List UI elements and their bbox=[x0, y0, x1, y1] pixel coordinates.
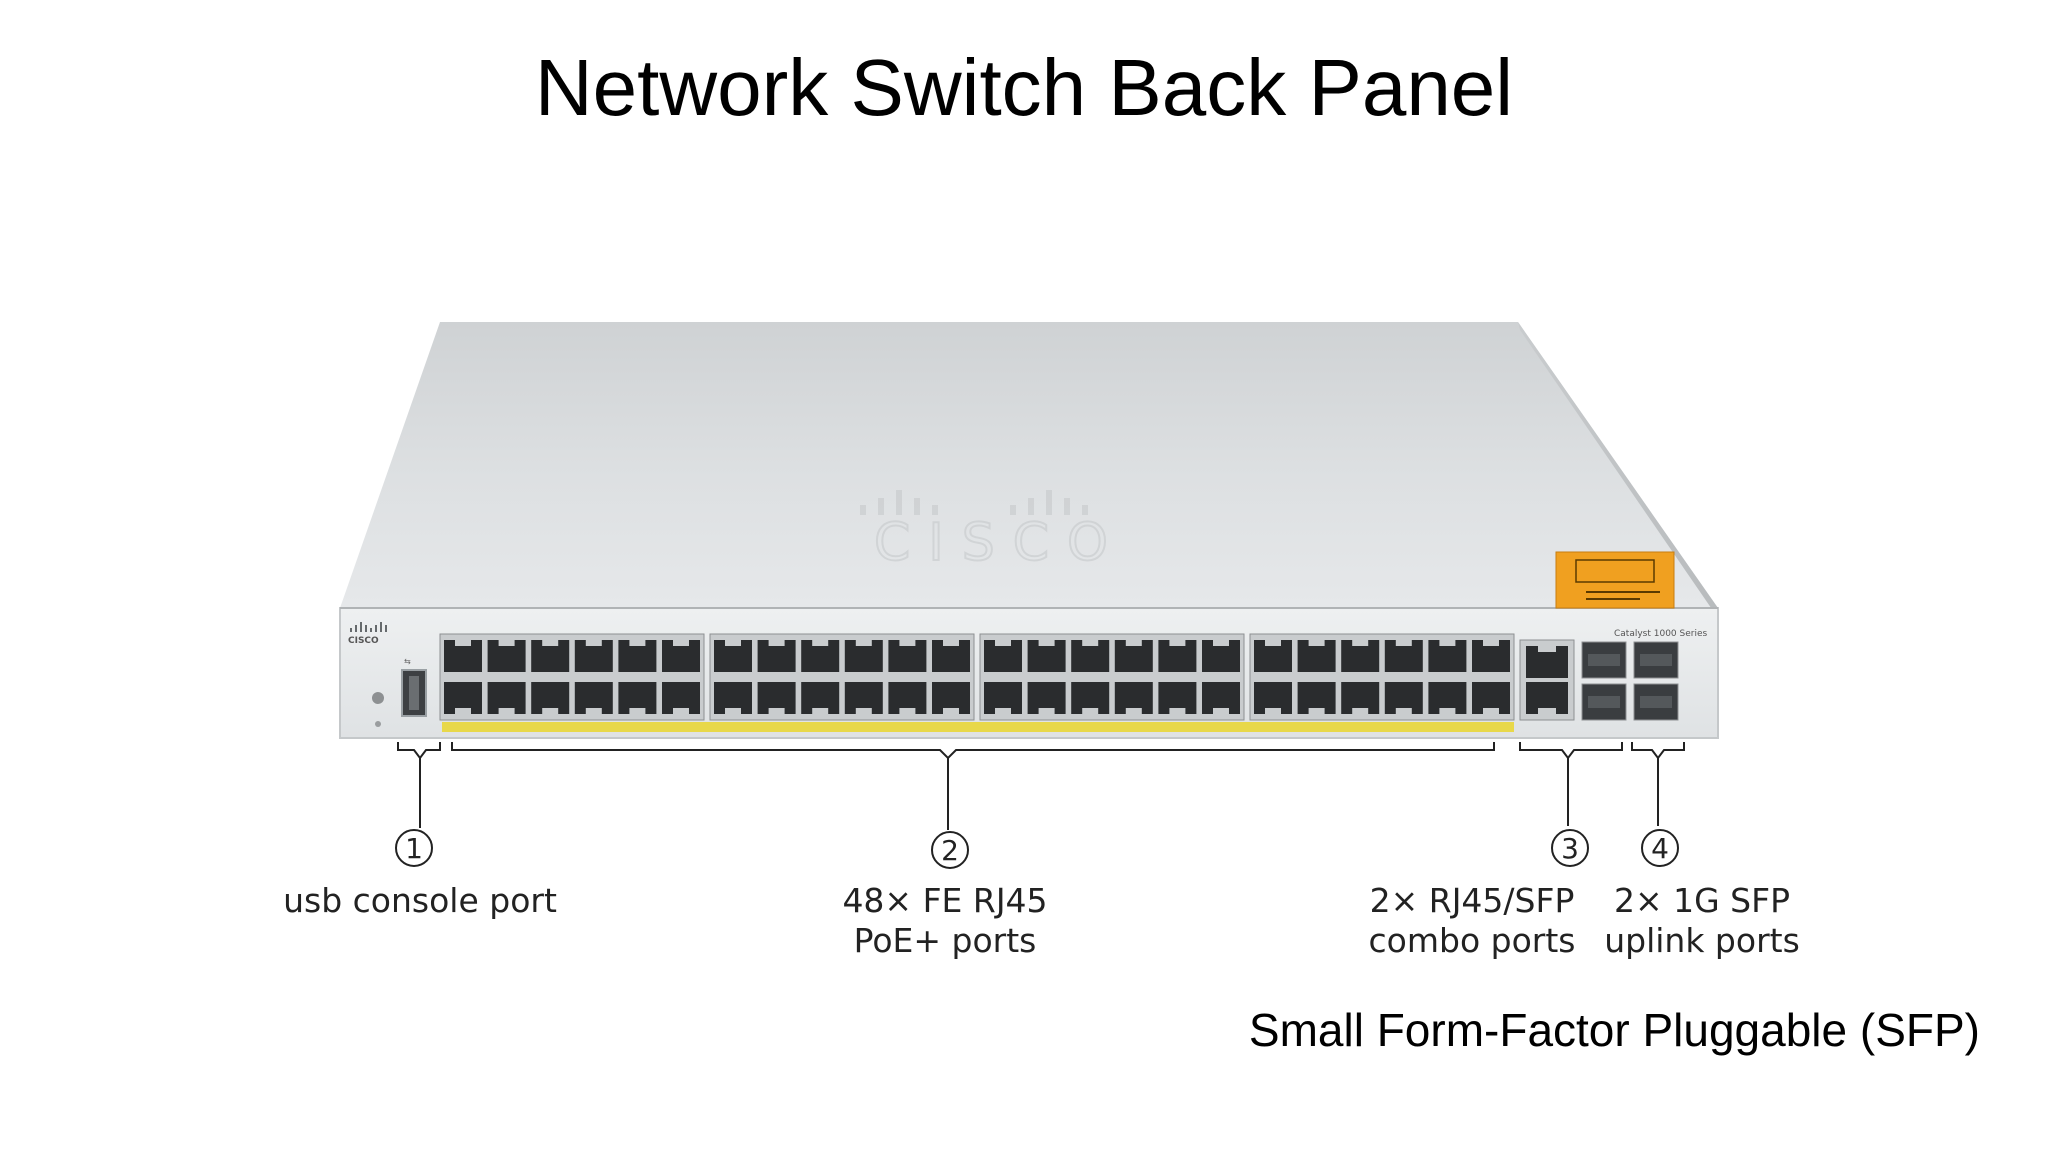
rj45-port-latch bbox=[629, 708, 646, 714]
page-title: Network Switch Back Panel bbox=[534, 43, 1514, 132]
front-brand-area: CISCO bbox=[348, 622, 387, 727]
poe-strip bbox=[442, 722, 1514, 732]
rj45-port-latch bbox=[1439, 640, 1456, 646]
rj45-port-latch bbox=[1352, 708, 1369, 714]
rj45-port-group bbox=[709, 633, 975, 721]
rj45-port-latch bbox=[943, 640, 959, 646]
callout-1-label: usb console port bbox=[283, 881, 557, 920]
rj45-port-grid bbox=[439, 633, 1515, 721]
usb-console-port: ⇆ bbox=[401, 657, 427, 717]
rj45-port-latch bbox=[1213, 640, 1229, 646]
rj45-port-latch bbox=[1265, 708, 1281, 714]
rj45-port-latch bbox=[725, 708, 741, 714]
rj45-port-latch bbox=[542, 640, 559, 646]
rj45-port-latch bbox=[899, 640, 916, 646]
rj45-port-latch bbox=[768, 640, 785, 646]
rj45-port-latch bbox=[855, 708, 872, 714]
rj45-port-latch bbox=[812, 708, 829, 714]
rj45-port-latch bbox=[585, 708, 602, 714]
rj45-port-latch bbox=[455, 708, 471, 714]
callout-2-number: 2 bbox=[941, 834, 959, 867]
warning-label bbox=[1555, 551, 1675, 609]
rj45-port-group bbox=[1249, 633, 1515, 721]
rj45-port-latch bbox=[1169, 640, 1186, 646]
rj45-port-latch bbox=[812, 640, 829, 646]
callout-2: 2 48× FE RJ45 PoE+ ports bbox=[842, 831, 1048, 960]
rj45-port-latch bbox=[1483, 708, 1499, 714]
rj45-port-latch bbox=[1308, 708, 1325, 714]
rj45-port-latch bbox=[542, 708, 559, 714]
callout-1: 1 usb console port bbox=[283, 829, 557, 920]
rj45-port-latch bbox=[1082, 640, 1099, 646]
rj45-port-latch bbox=[585, 640, 602, 646]
rj45-port-group bbox=[979, 633, 1245, 721]
callout-2-label-line2: PoE+ ports bbox=[854, 921, 1037, 960]
callout-4-label-line2: uplink ports bbox=[1604, 921, 1800, 960]
rj45-port-latch bbox=[1125, 708, 1142, 714]
callout-3-number: 3 bbox=[1561, 832, 1579, 865]
rj45-port-latch bbox=[455, 640, 471, 646]
rj45-port-latch bbox=[943, 708, 959, 714]
callout-3-label-line1: 2× RJ45/SFP bbox=[1370, 881, 1575, 920]
combo-rj45-ports bbox=[1519, 639, 1575, 721]
rj45-port-latch bbox=[1213, 708, 1229, 714]
chassis-top bbox=[340, 322, 1718, 608]
rj45-port-latch bbox=[1439, 708, 1456, 714]
sfp-uplink-slots bbox=[1633, 641, 1679, 721]
rj45-port-latch bbox=[498, 708, 515, 714]
callout-4-label-line1: 2× 1G SFP bbox=[1614, 881, 1790, 920]
callout-1-number: 1 bbox=[405, 832, 423, 865]
rj45-port-latch bbox=[1395, 640, 1412, 646]
callout-4-number: 4 bbox=[1651, 832, 1669, 865]
svg-text:⇆: ⇆ bbox=[404, 657, 411, 666]
rj45-port-latch bbox=[1125, 640, 1142, 646]
rj45-port-latch bbox=[1265, 640, 1281, 646]
rj45-port-latch bbox=[1308, 640, 1325, 646]
rj45-port-latch bbox=[768, 708, 785, 714]
callout-leaders bbox=[397, 742, 1685, 830]
rj45-port-latch bbox=[725, 640, 741, 646]
rj45-port-latch bbox=[498, 640, 515, 646]
callout-3-label-line2: combo ports bbox=[1369, 921, 1576, 960]
rj45-port-latch bbox=[1038, 640, 1055, 646]
rj45-port-latch bbox=[673, 708, 689, 714]
callout-4: 4 2× 1G SFP uplink ports bbox=[1604, 829, 1800, 960]
embossed-logo-text: CISCO bbox=[874, 513, 1126, 573]
sfp-combo-slots bbox=[1581, 641, 1627, 721]
status-led bbox=[372, 692, 384, 704]
callout-3: 3 2× RJ45/SFP combo ports bbox=[1369, 829, 1589, 960]
rj45-port-latch bbox=[1082, 708, 1099, 714]
rj45-port-latch bbox=[1169, 708, 1186, 714]
rj45-port-latch bbox=[673, 640, 689, 646]
rj45-port-latch bbox=[1483, 640, 1499, 646]
rj45-port-latch bbox=[855, 640, 872, 646]
rj45-port-latch bbox=[1038, 708, 1055, 714]
embossed-logo: CISCO bbox=[860, 490, 1126, 574]
rj45-port-latch bbox=[899, 708, 916, 714]
series-label: Catalyst 1000 Series bbox=[1614, 629, 1708, 639]
rj45-port-latch bbox=[1352, 640, 1369, 646]
rj45-port-latch bbox=[995, 640, 1011, 646]
rj45-port-group bbox=[439, 633, 705, 721]
rj45-port-latch bbox=[995, 708, 1011, 714]
rj45-port-latch bbox=[1395, 708, 1412, 714]
chassis-right-side bbox=[1518, 322, 1718, 618]
sfp-footnote: Small Form-Factor Pluggable (SFP) bbox=[1248, 1004, 1980, 1056]
front-brand-text: CISCO bbox=[348, 636, 379, 646]
callout-2-label-line1: 48× FE RJ45 bbox=[842, 881, 1047, 920]
rj45-port-latch bbox=[629, 640, 646, 646]
